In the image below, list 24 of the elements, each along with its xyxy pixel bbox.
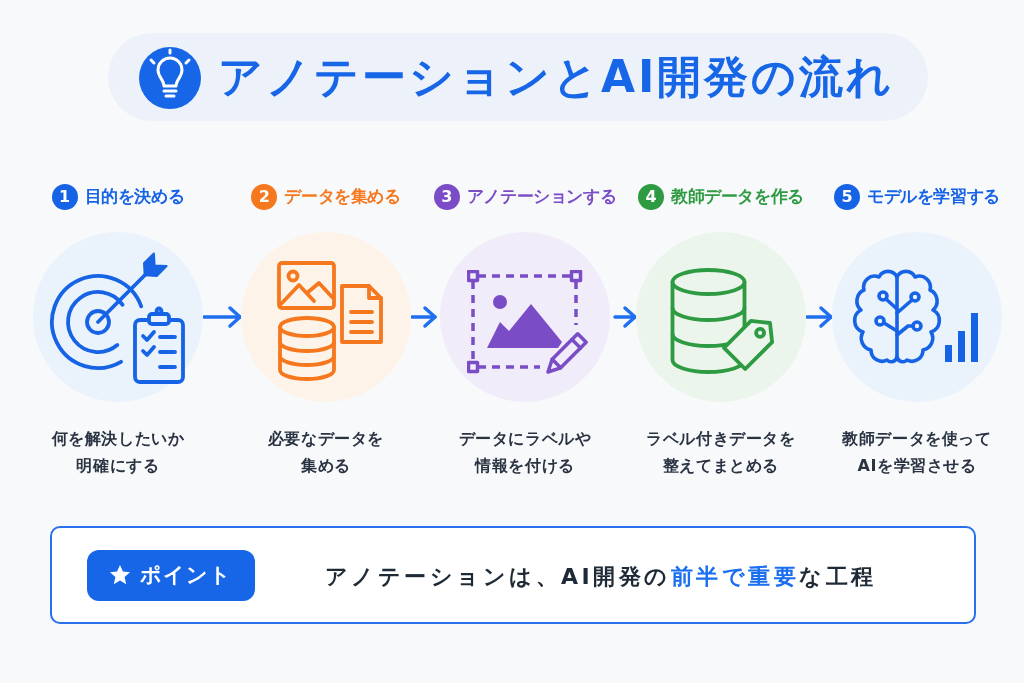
step-number: 1	[51, 184, 78, 210]
note-box	[50, 526, 976, 624]
step-title: データを集める	[284, 186, 401, 208]
note-text: アノテーションは、AI開発の前半で重要な工程	[324, 562, 877, 591]
step-description: 何を解決したいか明確にする	[50, 428, 186, 477]
step-description: ラベル付きデータを整えてまとめる	[645, 428, 797, 477]
arrow	[805, 306, 833, 328]
step-number: 2	[251, 184, 278, 210]
step-title: アノテーションする	[466, 186, 617, 208]
arrow	[613, 306, 637, 328]
arrow	[410, 306, 437, 328]
tag-text: ポイント	[140, 562, 232, 589]
step-number: 3	[433, 184, 460, 210]
step-description: 必要なデータを集める	[266, 428, 386, 477]
step-description: データにラベルや情報を付ける	[457, 428, 593, 477]
step-number: 5	[834, 184, 861, 210]
step-title: モデルを学習する	[867, 186, 1000, 208]
step-number: 4	[638, 184, 665, 210]
step-description: 教師データを使ってAIを学習させる	[841, 428, 993, 477]
arrow	[202, 306, 242, 328]
label-tag	[86, 549, 255, 601]
step-title: 目的を決める	[84, 186, 185, 208]
title: アノテーションとAI開発の流れ	[218, 50, 895, 104]
step-title: 教師データを作る	[671, 186, 804, 208]
